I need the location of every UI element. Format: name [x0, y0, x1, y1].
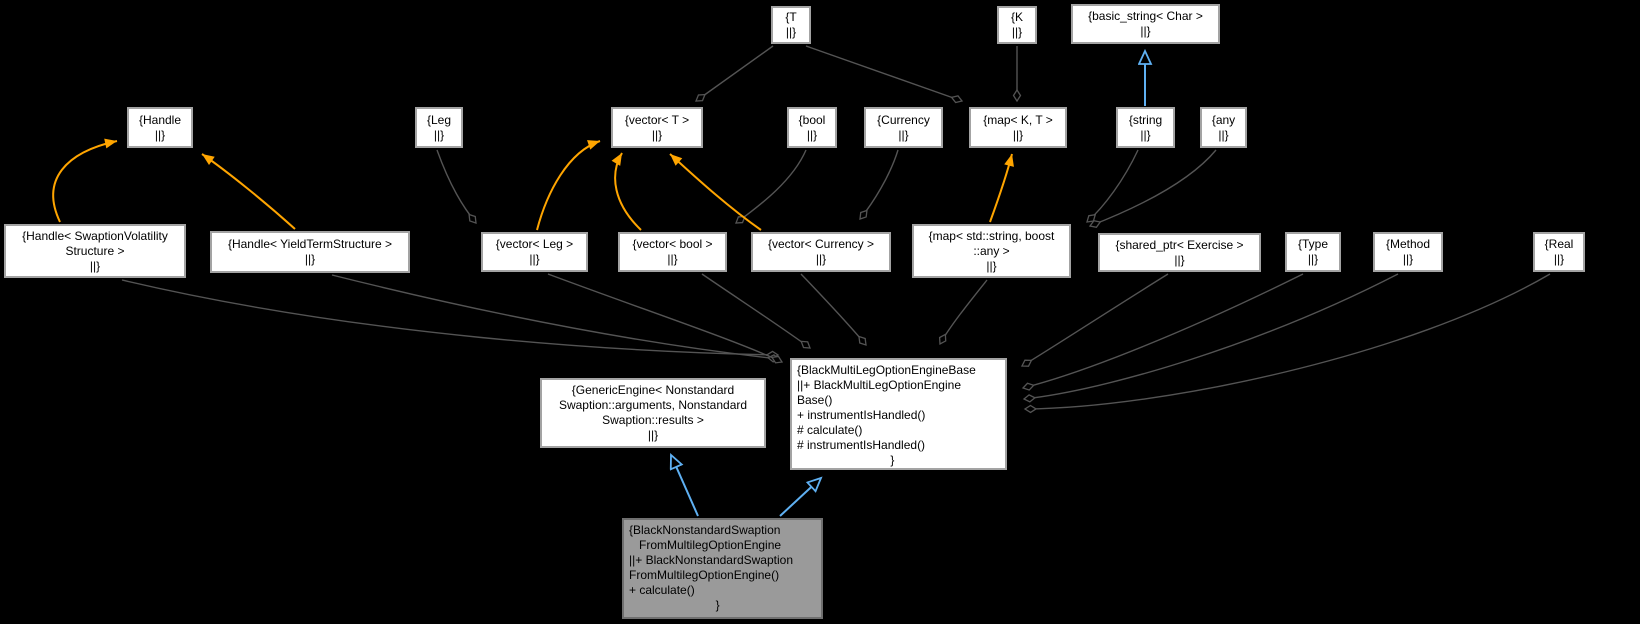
node-label: {BlackNonstandardSwaption FromMultilegOp…: [629, 523, 793, 612]
node-black-nonstandard-swaption-from-multileg-option-engine[interactable]: {BlackNonstandardSwaption FromMultilegOp…: [622, 518, 823, 619]
node-map-std-string-boost-any[interactable]: {map< std::string, boost ::any > ||}: [912, 224, 1071, 278]
node-string[interactable]: {string ||}: [1116, 107, 1175, 148]
node-label: {Handle< YieldTermStructure > ||}: [227, 237, 393, 266]
node-generic-engine[interactable]: {GenericEngine< Nonstandard Swaption::ar…: [540, 378, 766, 448]
edge-bool-to-vector-bool: [736, 149, 807, 223]
edge-any-to-map-string: [1090, 149, 1217, 226]
node-label: {Currency ||}: [877, 112, 930, 142]
node-label: {map< std::string, boost ::any > ||}: [928, 228, 1055, 273]
node-label: {string ||}: [1128, 112, 1163, 142]
node-method[interactable]: {Method ||}: [1373, 232, 1443, 272]
edge-vector-leg-to-blackmulti: [547, 273, 782, 362]
node-vector-bool[interactable]: {vector< bool > ||}: [618, 232, 727, 272]
node-vector-leg[interactable]: {vector< Leg > ||}: [481, 232, 588, 272]
node-label: {any ||}: [1211, 112, 1236, 142]
edge-t-to-vector-t: [696, 45, 774, 101]
edge-shared-ptr-to-blackmulti: [1022, 273, 1169, 366]
node-t[interactable]: {T ||}: [771, 6, 811, 44]
node-label: {vector< Leg > ||}: [495, 237, 574, 266]
edge-swaptionvol-to-handle: [52, 138, 118, 223]
node-label: {BlackMultiLegOptionEngineBase ||+ Black…: [797, 363, 976, 467]
edge-vector-currency-to-vector-t: [669, 153, 762, 231]
node-label: {T ||}: [785, 10, 797, 39]
node-label: {vector< T > ||}: [624, 112, 690, 142]
node-real[interactable]: {Real ||}: [1533, 232, 1585, 272]
edge-map-string-to-map-k-t: [989, 153, 1014, 223]
edge-yieldterm-to-handle: [201, 153, 296, 230]
edge-vector-currency-to-blackmulti: [800, 273, 866, 345]
edge-leg-to-vector-leg: [436, 149, 476, 223]
node-label: {Type ||}: [1297, 237, 1329, 266]
node-basic-string[interactable]: {basic_string< Char > ||}: [1071, 4, 1220, 44]
node-label: {bool ||}: [798, 112, 826, 142]
edge-vector-leg-to-vector-t: [536, 140, 601, 231]
node-handle[interactable]: {Handle ||}: [127, 107, 193, 148]
node-handle-swaption-volatility-structure[interactable]: {Handle< SwaptionVolatility Structure > …: [4, 224, 186, 278]
node-label: {Real ||}: [1544, 237, 1574, 266]
node-leg[interactable]: {Leg ||}: [415, 107, 463, 148]
node-k[interactable]: {K ||}: [997, 6, 1037, 44]
node-currency[interactable]: {Currency ||}: [864, 107, 943, 148]
edge-map-string-to-blackmulti: [940, 279, 988, 344]
edge-real-to-blackmulti: [1025, 273, 1551, 409]
node-label: {map< K, T > ||}: [983, 112, 1053, 142]
node-label: {Handle< SwaptionVolatility Structure > …: [22, 228, 168, 273]
node-label: {Handle ||}: [138, 112, 182, 142]
edge-blacknonstd-to-generic-engine: [671, 455, 699, 517]
node-label: {vector< bool > ||}: [632, 237, 713, 266]
edge-blacknonstd-to-blackmulti: [779, 478, 821, 517]
node-label: {Leg ||}: [426, 112, 452, 142]
node-label: {GenericEngine< Nonstandard Swaption::ar…: [558, 383, 748, 442]
node-label: {Method ||}: [1385, 237, 1431, 266]
node-vector-t[interactable]: {vector< T > ||}: [611, 107, 703, 148]
node-type[interactable]: {Type ||}: [1285, 232, 1341, 272]
edge-vector-bool-to-vector-t: [611, 152, 642, 231]
node-map-k-t[interactable]: {map< K, T > ||}: [969, 107, 1067, 148]
edge-t-to-map-k-t: [805, 45, 962, 101]
node-label: {vector< Currency > ||}: [767, 237, 875, 266]
edge-type-to-blackmulti: [1023, 273, 1304, 388]
edge-yieldterm-to-blackmulti: [331, 274, 779, 359]
node-label: {K ||}: [1010, 10, 1023, 39]
node-handle-yield-term-structure[interactable]: {Handle< YieldTermStructure > ||}: [210, 231, 410, 273]
node-any[interactable]: {any ||}: [1200, 107, 1247, 148]
node-label: {basic_string< Char > ||}: [1088, 9, 1203, 38]
node-label: {shared_ptr< Exercise > ||}: [1115, 237, 1244, 267]
edge-currency-to-vector-currency: [860, 149, 899, 219]
edge-swaptionvol-to-blackmulti: [121, 279, 778, 355]
node-bool[interactable]: {bool ||}: [787, 107, 837, 148]
node-black-multi-leg-option-engine-base[interactable]: {BlackMultiLegOptionEngineBase ||+ Black…: [790, 358, 1007, 470]
edge-vector-bool-to-blackmulti: [701, 273, 810, 348]
node-shared-ptr-exercise[interactable]: {shared_ptr< Exercise > ||}: [1098, 233, 1261, 272]
edge-string-to-map-string: [1087, 149, 1139, 222]
edge-method-to-blackmulti: [1024, 273, 1399, 399]
node-vector-currency[interactable]: {vector< Currency > ||}: [751, 232, 891, 272]
